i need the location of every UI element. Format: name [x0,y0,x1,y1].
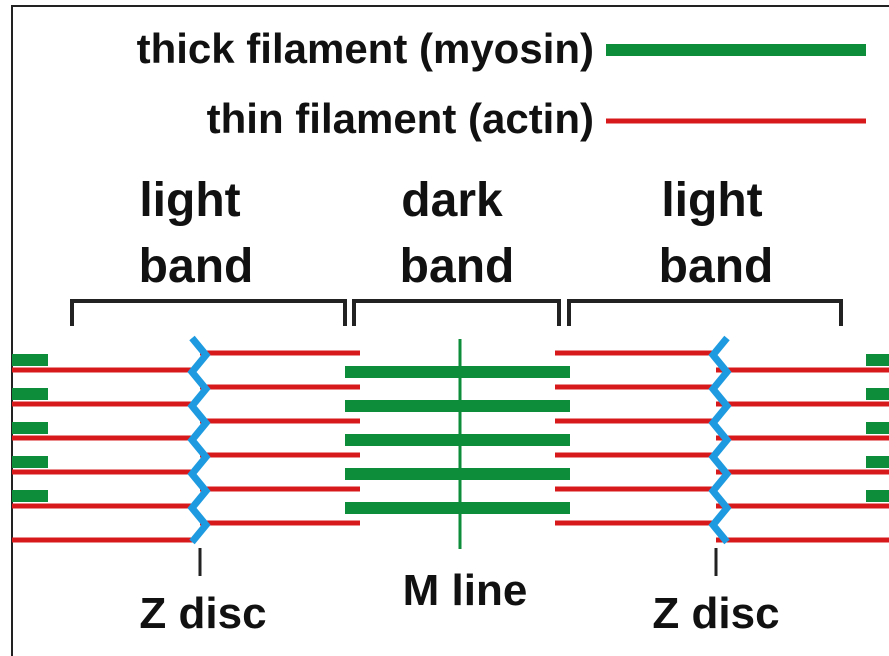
thin-filaments [12,350,889,543]
band-label-right-line2: band [659,240,774,293]
z-disc-right-label: Z disc [652,589,779,638]
m-line-label: M line [403,566,528,615]
band-label-right-line1: light [661,174,762,227]
thick-filaments [12,354,889,514]
diagram-frame [11,5,889,656]
bracket-dark-band [352,299,561,326]
band-label-left-line2: band [139,240,254,293]
band-label-left-line1: light [139,174,240,227]
z-disc-right [708,335,732,545]
bracket-left-light-band [70,299,347,326]
band-label-center-line1: dark [401,174,503,227]
legend-thin-label: thin filament (actin) [207,95,594,142]
bracket-right-light-band [567,299,843,326]
z-disc-left-label: Z disc [139,589,266,638]
band-label-center-line2: band [400,240,515,293]
z-disc-left [187,335,211,545]
legend-thick-label: thick filament (myosin) [137,25,594,72]
